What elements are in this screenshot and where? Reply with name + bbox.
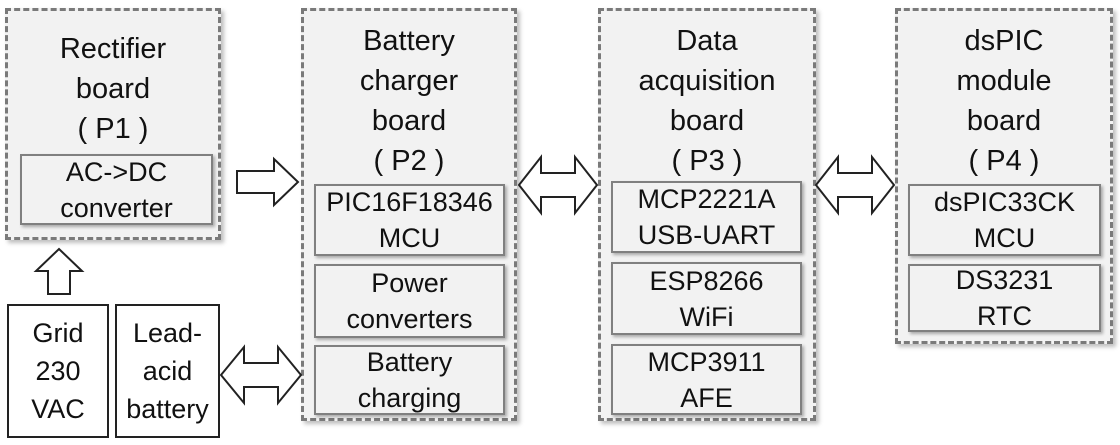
- mcp2221a-usb-uart-module: MCP2221A USB-UART: [611, 181, 802, 253]
- esp8266-wifi-module: ESP8266 WiFi: [611, 262, 802, 335]
- dspic-module-board-title: dsPIC module board ( P4 ): [956, 25, 1052, 177]
- power-converters-module: Power converters: [314, 264, 505, 338]
- acquisition-dspic-double-arrow: [814, 154, 896, 216]
- dspic33ck-mcu-module: dsPIC33CK MCU: [908, 184, 1101, 256]
- battery-charger-board-title: Battery charger board ( P2 ): [359, 25, 459, 177]
- rectifier-board: Rectifier board ( P1 ) AC->DC converter: [5, 8, 221, 240]
- rectifier-board-title: Rectifier board ( P1 ): [59, 33, 167, 145]
- battery-charger-double-arrow: [219, 344, 303, 406]
- data-acquisition-board-title: Data acquisition board ( P3 ): [638, 25, 776, 177]
- rectifier-to-charger-arrow: [236, 156, 300, 208]
- grid-230vac-box: Grid 230 VAC: [7, 304, 109, 438]
- grid-to-rectifier-arrow: [33, 247, 85, 295]
- dspic-module-board: dsPIC module board ( P4 ) dsPIC33CK MCU …: [895, 8, 1113, 344]
- lead-acid-battery-box: Lead- acid battery: [115, 304, 220, 438]
- battery-charger-board: Battery charger board ( P2 ) PIC16F18346…: [301, 8, 517, 421]
- battery-charging-module: Battery charging: [314, 345, 505, 415]
- pic16f18346-mcu-module: PIC16F18346 MCU: [314, 184, 505, 256]
- charger-acquisition-double-arrow: [517, 154, 599, 216]
- ds3231-rtc-module: DS3231 RTC: [908, 264, 1101, 332]
- mcp3911-afe-module: MCP3911 AFE: [611, 344, 802, 415]
- ac-dc-converter-module: AC->DC converter: [20, 154, 213, 225]
- data-acquisition-board: Data acquisition board ( P3 ) MCP2221A U…: [598, 8, 816, 421]
